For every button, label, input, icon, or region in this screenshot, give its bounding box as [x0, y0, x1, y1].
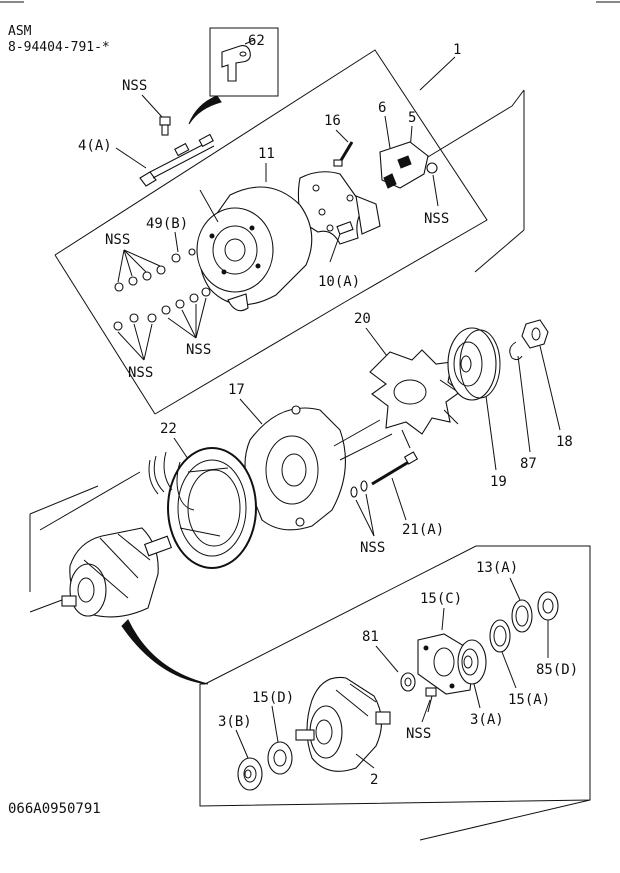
callout-11: 11 — [258, 146, 275, 162]
callout-85d: 85(D) — [536, 662, 578, 678]
callout-nss-bottom: NSS — [406, 726, 431, 742]
rotor-pointer-arrow — [121, 619, 209, 685]
left-fastener-cluster: 49(B) NSS NSS NSS — [105, 216, 211, 381]
screw-nss-bottom: NSS — [406, 687, 437, 742]
washer-81: 81 — [362, 629, 416, 692]
screw-16: 16 — [324, 113, 354, 167]
leader-1 — [419, 56, 456, 91]
nut-18 — [521, 319, 549, 349]
callout-nss-left-2: NSS — [186, 342, 211, 358]
callout-13a: 13(A) — [476, 560, 518, 576]
pulley-group: 19 87 18 — [447, 319, 573, 490]
callout-22: 22 — [160, 421, 177, 437]
brush-holder-cover: 10(A) — [297, 171, 381, 290]
callout-nss-mid: NSS — [360, 540, 385, 556]
callout-16: 16 — [324, 113, 341, 129]
callout-87: 87 — [520, 456, 537, 472]
stator-22: 22 — [29, 421, 257, 592]
callout-17: 17 — [228, 382, 245, 398]
through-bolt-21a: 21(A) NSS — [350, 451, 444, 556]
asm-label: ASM — [8, 24, 32, 39]
seal-15a — [489, 619, 511, 653]
rear-housing-frame: 1 — [54, 42, 525, 415]
leader-4a-housing — [199, 189, 219, 223]
bearing-3b — [237, 757, 263, 791]
callout-49b: 49(B) — [146, 216, 188, 232]
pulley-19 — [447, 327, 497, 401]
callout-19: 19 — [490, 474, 507, 490]
terminal-assembly: NSS 4(A) — [78, 78, 215, 187]
callout-15c: 15(C) — [420, 591, 462, 607]
callout-nss-left-1: NSS — [105, 232, 130, 248]
bearing-85d — [537, 591, 559, 621]
callout-15d: 15(D) — [252, 690, 294, 706]
rear-housing-11: 11 — [196, 146, 313, 312]
callout-15a: 15(A) — [508, 692, 550, 708]
callout-4a: 4(A) — [78, 138, 112, 154]
rotor-upper — [29, 527, 209, 685]
rear-bearing-set: 15(D) 3(B) — [218, 690, 294, 791]
axis-line — [39, 471, 141, 531]
washer-87 — [509, 341, 523, 361]
callout-3a: 3(A) — [470, 712, 504, 728]
callout-1: 1 — [453, 42, 461, 58]
lower-frame — [199, 545, 591, 841]
regulator-assembly: 6 5 NSS — [378, 100, 449, 227]
callout-nss-left-3: NSS — [128, 365, 153, 381]
bearing-15d — [267, 741, 293, 775]
callout-nss-top: NSS — [122, 78, 147, 94]
rotor-2: 2 — [295, 676, 391, 788]
inset-62: 62 — [188, 27, 279, 125]
callout-10a: 10(A) — [318, 274, 360, 290]
callout-20: 20 — [354, 311, 371, 327]
inset-pointer-arrow — [188, 95, 222, 125]
callout-5: 5 — [408, 110, 416, 126]
part-62-bracket — [221, 45, 251, 82]
callout-6: 6 — [378, 100, 386, 116]
callout-62: 62 — [248, 33, 265, 49]
retainer-15c: 15(C) — [417, 591, 475, 695]
callout-nss-right: NSS — [424, 211, 449, 227]
callout-18: 18 — [556, 434, 573, 450]
front-bearing-set: 3(A) 15(A) 13(A) 85(D) — [457, 560, 578, 728]
callout-3b: 3(B) — [218, 714, 252, 730]
terminal-plug — [139, 171, 157, 187]
ring-13a — [511, 599, 533, 633]
callout-2: 2 — [370, 772, 378, 788]
callout-21a: 21(A) — [402, 522, 444, 538]
rectifier-20: 20 — [354, 311, 461, 449]
nss-bolt-head — [159, 116, 171, 126]
callout-81: 81 — [362, 629, 379, 645]
drawing-code: 066A0950791 — [8, 801, 101, 817]
asm-part-number: 8-94404-791-* — [8, 40, 110, 55]
